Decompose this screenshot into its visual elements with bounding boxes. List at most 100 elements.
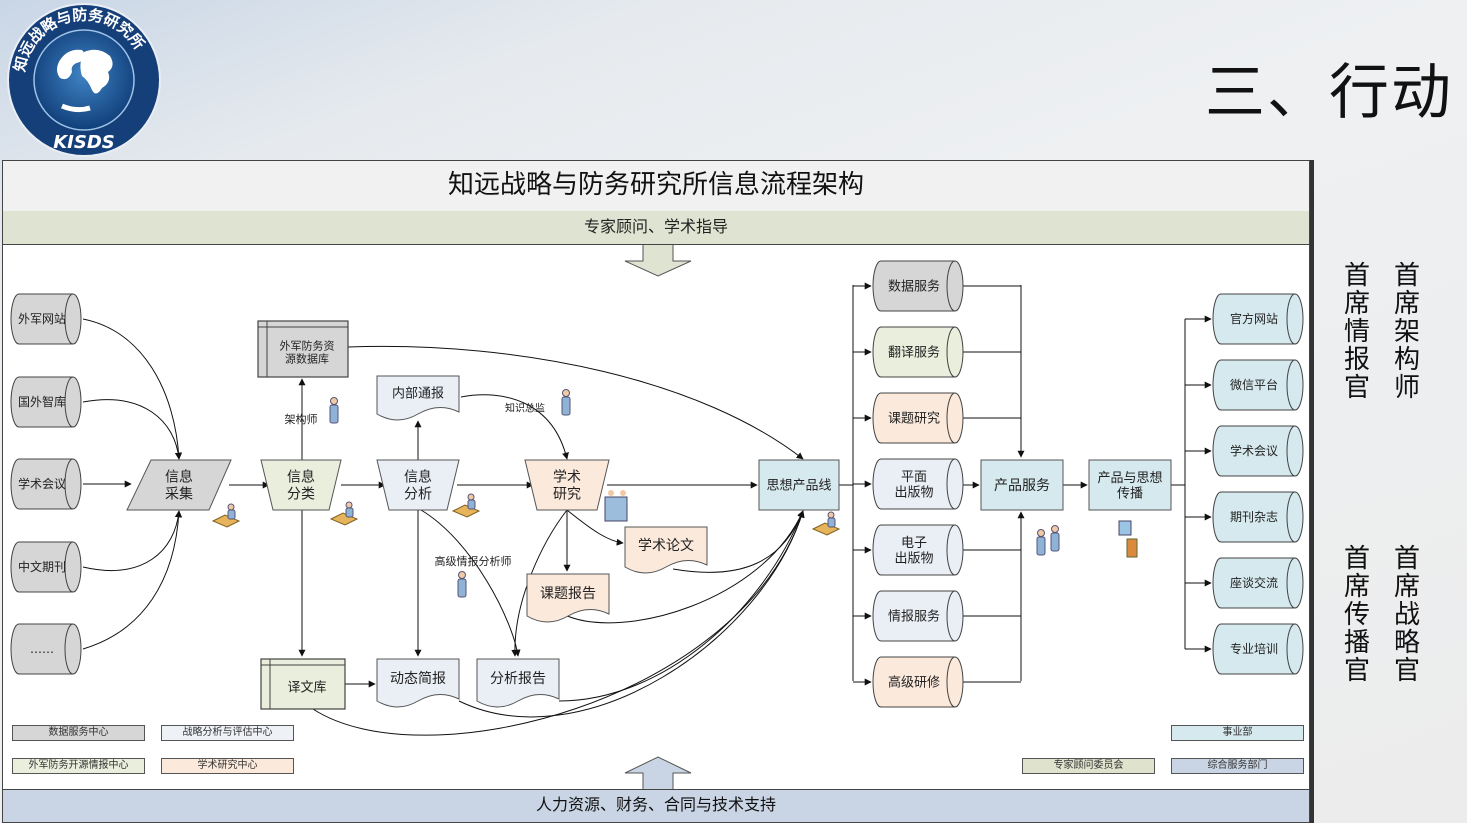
service-2-label: 课题研究 xyxy=(888,412,940,427)
defense-database: 外军防务资源数据库 xyxy=(257,320,349,378)
flow-connector xyxy=(672,510,804,573)
kisds-logo: KISDS 知远战略与防务研究所 xyxy=(2,2,166,158)
legend-general-service-dept: 综合服务部门 xyxy=(1171,758,1304,774)
legend-expert-committee: 专家顾问委员会 xyxy=(1022,758,1155,774)
officer-chief-architect: 首席架构师 xyxy=(1393,261,1420,403)
channel-0: 官方网站 xyxy=(1212,293,1304,345)
product-line: 思想产品线 xyxy=(758,459,840,511)
person-icon xyxy=(561,389,571,416)
channel-3: 期刊杂志 xyxy=(1212,491,1304,543)
source-3-label: 中文期刊 xyxy=(18,559,66,574)
product-dissemination: 产品与思想传播 xyxy=(1088,459,1172,511)
person-icon xyxy=(329,397,339,424)
legend-osint-center: 外军防务开源情报中心 xyxy=(12,758,145,774)
analysis-report-label: 分析报告 xyxy=(490,671,546,687)
service-1-label: 翻译服务 xyxy=(888,345,940,361)
service-1: 翻译服务 xyxy=(872,326,964,378)
down-arrow-icon xyxy=(624,245,692,277)
academic-paper: 学术论文 xyxy=(624,526,708,574)
source-0: 外军网站 xyxy=(10,293,82,345)
flow-connector xyxy=(82,399,182,460)
service-0-label: 数据服务 xyxy=(888,279,940,295)
expert-guidance-band: 专家顾问、学术指导 xyxy=(3,211,1309,245)
product-service-label: 产品服务 xyxy=(994,478,1050,494)
service-0: 数据服务 xyxy=(872,260,964,312)
flow-connector xyxy=(82,510,183,650)
officer-cio: 首席情报官 xyxy=(1343,261,1370,403)
flow-connector xyxy=(420,509,521,657)
source-1: 国外智库 xyxy=(10,376,82,428)
service-4-label: 电子出版物 xyxy=(894,536,933,567)
divider xyxy=(1310,160,1314,823)
flow-connector xyxy=(558,510,804,702)
source-3: 中文期刊 xyxy=(10,541,82,593)
translation-library-label: 译文库 xyxy=(287,680,326,696)
info-collect-label: 信息采集 xyxy=(165,469,193,503)
desk-worker-icon xyxy=(329,501,359,526)
analysis-report: 分析报告 xyxy=(476,658,560,708)
academic-research-label: 学术研究 xyxy=(553,470,581,503)
diagram-panel: 知远战略与防务研究所信息流程架构 专家顾问、学术指导 人力资源、财务、合同与技术… xyxy=(2,160,1310,823)
service-5-label: 情报服务 xyxy=(888,609,940,625)
info-classify: 信息分类 xyxy=(260,459,342,511)
channel-0-label: 官方网站 xyxy=(1230,311,1278,326)
flow-connector xyxy=(82,510,182,571)
flow-connector xyxy=(312,510,805,736)
academic-paper-label: 学术论文 xyxy=(638,538,694,554)
translation-library: 译文库 xyxy=(260,658,346,710)
info-collect: 信息采集 xyxy=(126,459,232,511)
flow-connector xyxy=(566,509,624,546)
legend-academic-center: 学术研究中心 xyxy=(161,758,294,774)
desk-worker-icon xyxy=(811,511,841,536)
role-knowledge-director-label: 知识总监 xyxy=(505,402,545,415)
service-2: 课题研究 xyxy=(872,392,964,444)
info-analyze: 信息分析 xyxy=(376,459,460,511)
service-3: 平面出版物 xyxy=(872,458,964,510)
role-senior-analyst-label: 高级情报分析师 xyxy=(435,554,512,568)
service-5: 情报服务 xyxy=(872,590,964,642)
info-analyze-label: 信息分析 xyxy=(404,469,432,503)
legend-data-service-center: 数据服务中心 xyxy=(12,725,145,741)
service-6: 高级研修 xyxy=(872,656,964,708)
channel-5: 专业培训 xyxy=(1212,623,1304,675)
legend-strategy-center: 战略分析与评估中心 xyxy=(161,725,294,741)
svg-text:KISDS: KISDS xyxy=(53,132,115,153)
slide-title: 三、行动 xyxy=(1205,58,1453,128)
channel-2-label: 学术会议 xyxy=(1230,443,1278,458)
desk-worker-icon xyxy=(211,503,241,528)
globe-icon xyxy=(57,49,85,80)
role-architect-label: 架构师 xyxy=(285,412,318,426)
flow-connector xyxy=(564,510,804,624)
internal-report-label: 内部通报 xyxy=(392,386,444,402)
source-1-label: 国外智库 xyxy=(18,394,66,409)
channel-4-label: 座谈交流 xyxy=(1230,575,1278,590)
channel-1: 微信平台 xyxy=(1212,359,1304,411)
source-2: 学术会议 xyxy=(10,458,82,510)
project-report: 课题报告 xyxy=(526,573,610,623)
channel-1-label: 微信平台 xyxy=(1230,377,1278,392)
defense-database-label: 外军防务资源数据库 xyxy=(280,338,335,365)
channel-2: 学术会议 xyxy=(1212,425,1304,477)
meeting-icon xyxy=(604,490,628,522)
officer-chief-strategist: 首席战略官 xyxy=(1393,544,1420,686)
info-classify-label: 信息分类 xyxy=(287,469,315,503)
source-4-label: …… xyxy=(30,642,54,656)
channel-5-label: 专业培训 xyxy=(1230,641,1278,656)
presenter-icon xyxy=(1118,520,1138,558)
service-6-label: 高级研修 xyxy=(888,675,940,691)
product-service: 产品服务 xyxy=(980,459,1064,511)
product-line-label: 思想产品线 xyxy=(766,478,831,494)
project-report-label: 课题报告 xyxy=(540,586,596,602)
person-icon xyxy=(1050,525,1060,552)
channel-4: 座谈交流 xyxy=(1212,557,1304,609)
service-3-label: 平面出版物 xyxy=(894,470,933,501)
diagram-title: 知远战略与防务研究所信息流程架构 xyxy=(3,161,1309,212)
flow-connector xyxy=(347,345,804,460)
product-dissemination-label: 产品与思想传播 xyxy=(1097,470,1162,502)
service-4: 电子出版物 xyxy=(872,524,964,576)
source-0-label: 外军网站 xyxy=(18,312,66,326)
legend-business-dept: 事业部 xyxy=(1171,725,1304,741)
dynamic-brief: 动态简报 xyxy=(376,658,460,708)
officer-chief-dissemination: 首席传播官 xyxy=(1343,544,1370,686)
